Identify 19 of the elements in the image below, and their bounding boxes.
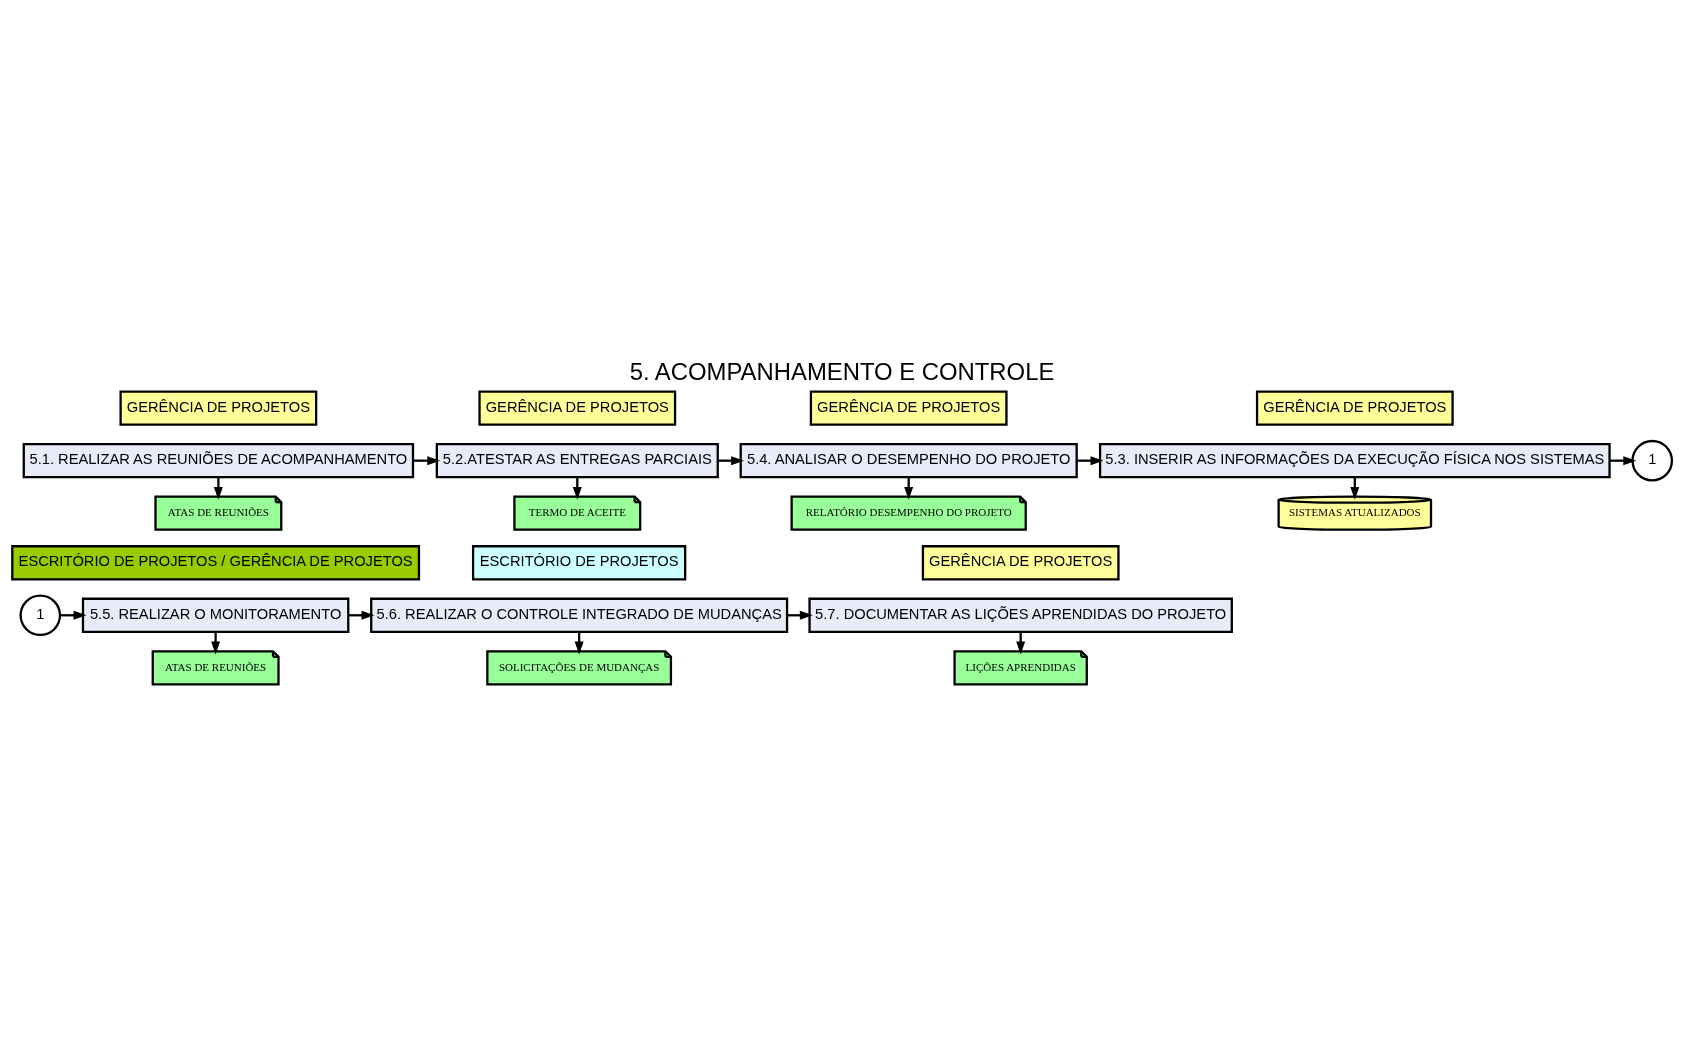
node-circle: 1: [19, 593, 62, 636]
node-box: ESCRITÓRIO DE PROJETOS: [471, 544, 687, 580]
arrow: [213, 476, 223, 500]
node-box: GERÊNCIA DE PROJETOS: [119, 390, 318, 426]
arrow: [211, 631, 221, 654]
node-box: GERÊNCIA DE PROJETOS: [1255, 390, 1454, 426]
node-box: 5.1. REALIZAR AS REUNIÕES DE ACOMPANHAMENTO: [22, 442, 415, 478]
node-box: GERÊNCIA DE PROJETOS: [921, 544, 1120, 580]
node-circle: 1: [1631, 439, 1674, 481]
node-box: 5.7. DOCUMENTAR AS LIÇÕES APRENDIDAS DO PROJETO: [808, 597, 1233, 633]
node-box: 5.6. REALIZAR O CONTROLE INTEGRADO DE MUDANÇAS: [370, 597, 789, 633]
node-box: 5.4. ANALISAR O DESEMPENHO DO PROJETO: [739, 442, 1078, 478]
node-box: GERÊNCIA DE PROJETOS: [478, 390, 677, 426]
node-box: 5.3. INSERIR AS INFORMAÇÕES DA EXECUÇÃO FÍSICA NOS SISTEMAS: [1098, 442, 1611, 478]
node-box: 5.5. REALIZAR O MONITORAMENTO: [81, 597, 350, 633]
node-box: GERÊNCIA DE PROJETOS: [809, 390, 1008, 426]
diagram-title: 5. ACOMPANHAMENTO E CONTROLE: [629, 357, 1055, 385]
node-box: 5.2.ATESTAR AS ENTREGAS PARCIAIS: [435, 442, 719, 478]
node-box: ESCRITÓRIO DE PROJETOS / GERÊNCIA DE PROJETOS: [11, 544, 421, 580]
